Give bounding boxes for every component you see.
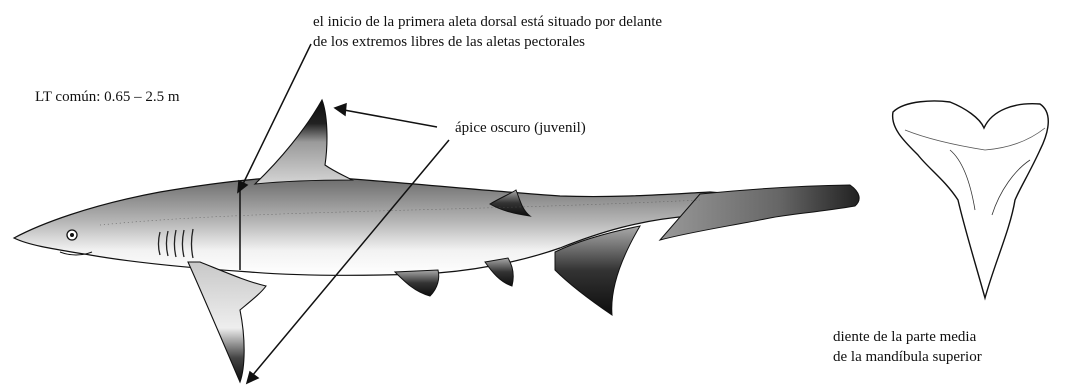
tooth-caption-line-1: diente de la parte media — [833, 329, 977, 345]
pelvic-fin — [393, 269, 440, 297]
tooth-illustration — [891, 100, 1049, 301]
total-length-label: LT común: 0.65 – 2.5 m — [35, 89, 180, 105]
shark-mouth — [59, 251, 93, 256]
anal-fin — [484, 257, 514, 287]
tooth-caption-line-2: de la mandíbula superior — [833, 349, 982, 365]
pectoral-fin — [187, 261, 267, 384]
caudal-fin — [658, 184, 860, 241]
tooth-caption: diente de la parte media de la mandíbula… — [833, 327, 982, 367]
dorsal-fin-note-line-1: el inicio de la primera aleta dorsal est… — [313, 14, 663, 30]
gill-slits — [157, 228, 194, 259]
dark-apex-label: ápice oscuro (juvenil) — [455, 120, 586, 136]
second-dorsal-fin — [489, 189, 532, 217]
first-dorsal-fin — [253, 98, 355, 185]
caudal-fin-lower-lobe — [554, 225, 641, 317]
dorsal-fin-note-line-2: de los extremos libres de las aletas pec… — [313, 34, 585, 50]
dorsal-fin-note: el inicio de la primera aleta dorsal est… — [313, 12, 662, 52]
shark-body — [12, 176, 762, 276]
annotation-arrows — [237, 43, 450, 385]
